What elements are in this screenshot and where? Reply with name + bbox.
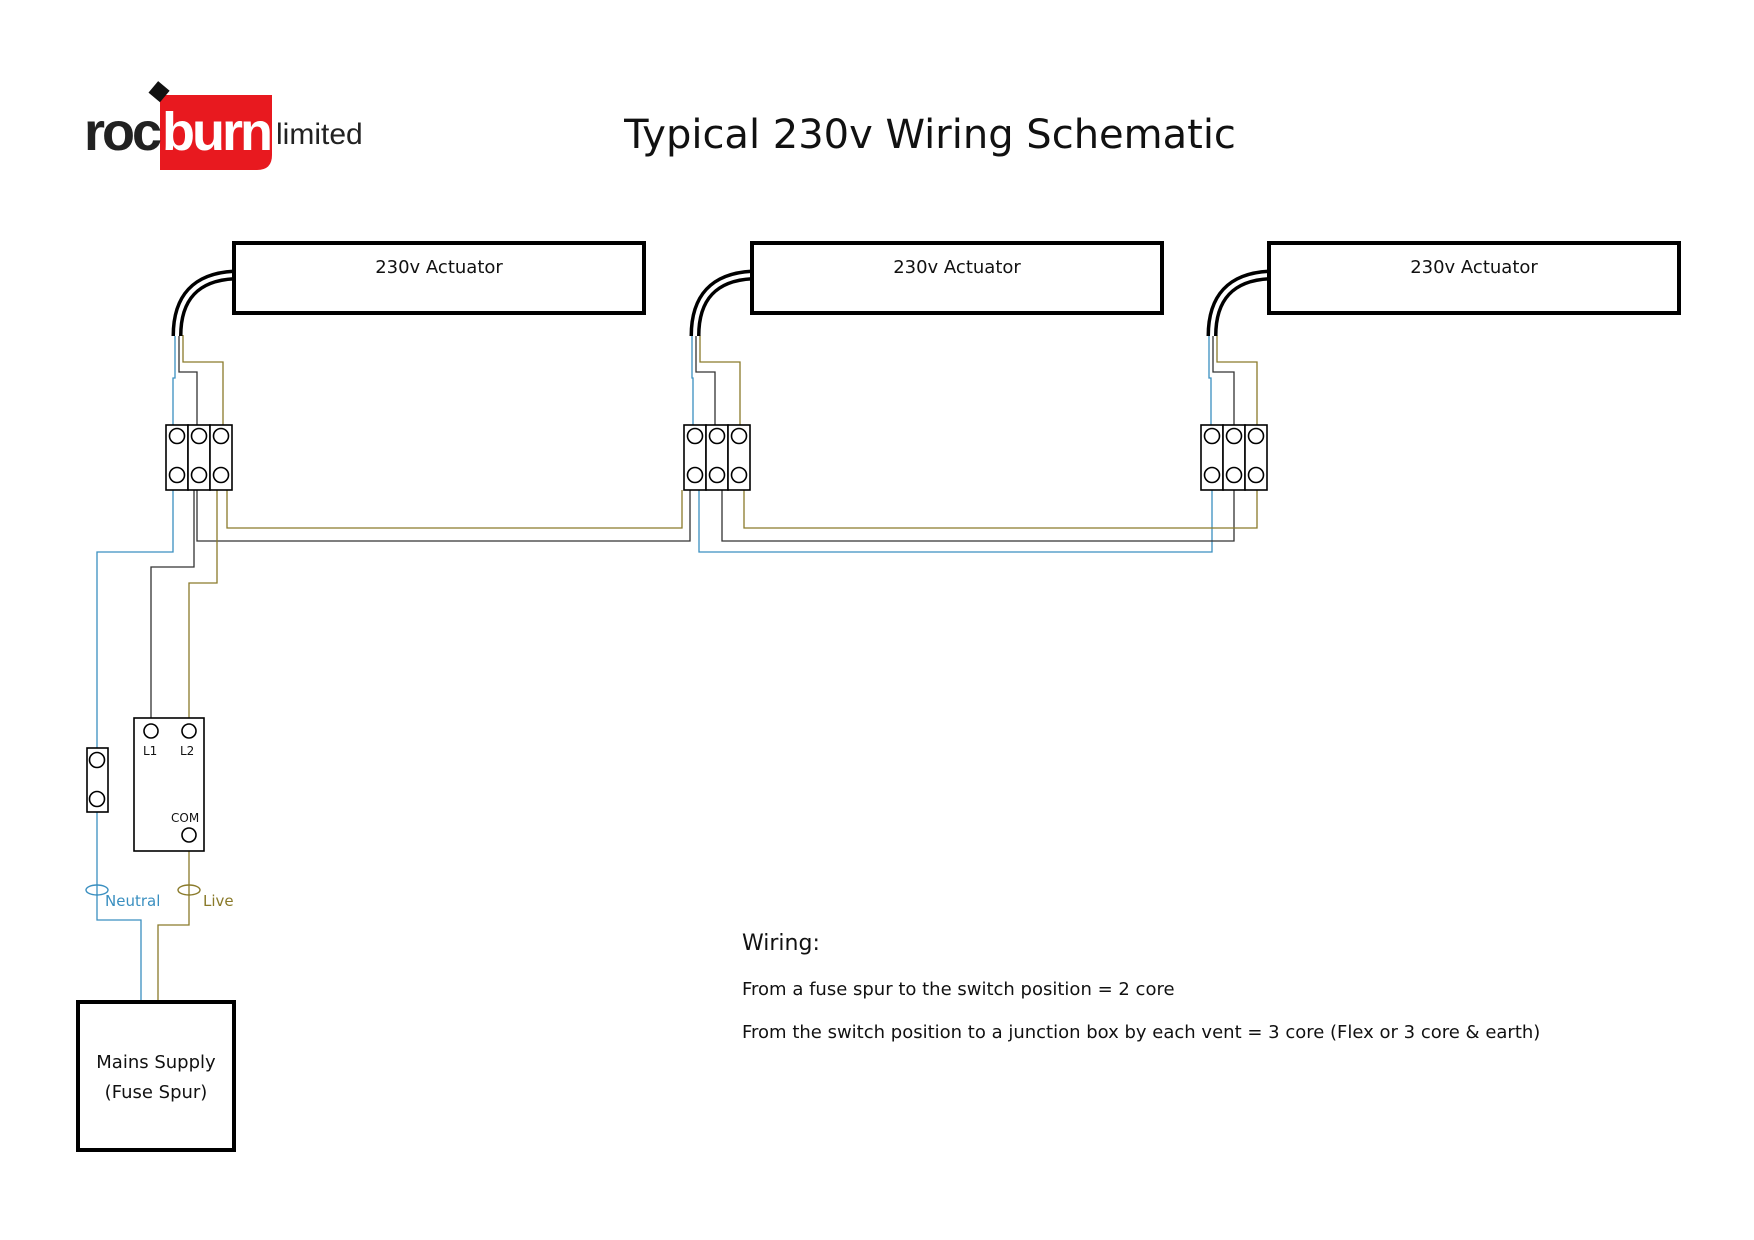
actuator-cables: [171, 269, 1270, 337]
mains-supply-line1: Mains Supply: [96, 1052, 216, 1073]
switch-com-label: COM: [171, 811, 199, 825]
notes-line-1: From a fuse spur to the switch position …: [742, 979, 1175, 1000]
switch-l1-label: L1: [143, 744, 157, 758]
live-wires: [157, 335, 1258, 1002]
mains-supply: Mains Supply (Fuse Spur): [76, 1000, 236, 1152]
company-logo: roc burn limited: [84, 81, 363, 170]
notes-heading: Wiring:: [742, 931, 820, 956]
live-label: Live: [203, 892, 234, 910]
logo-diamond-icon: [148, 81, 170, 103]
page-title: Typical 230v Wiring Schematic: [623, 112, 1236, 158]
notes-line-2: From the switch position to a junction b…: [742, 1022, 1540, 1043]
junction-box-3: [1200, 424, 1268, 491]
neutral-connector: [86, 747, 109, 813]
wiring-notes: Wiring: From a fuse spur to the switch p…: [742, 931, 1540, 1043]
junction-box-2: [683, 424, 751, 491]
actuator-2-label: 230v Actuator: [893, 257, 1021, 278]
actuator-1-label: 230v Actuator: [375, 257, 503, 278]
logo-text-roc: roc: [84, 102, 161, 162]
logo-text-limited: limited: [276, 118, 363, 151]
mains-supply-line2: (Fuse Spur): [105, 1082, 208, 1103]
actuator-2: 230v Actuator: [750, 241, 1164, 315]
switched-live-wires: [150, 335, 1235, 728]
switch-l2-label: L2: [180, 744, 194, 758]
logo-text-burn: burn: [162, 102, 270, 162]
switch: L1 L2 COM: [133, 717, 205, 852]
actuator-1: 230v Actuator: [232, 241, 646, 315]
neutral-label: Neutral: [105, 892, 160, 910]
neutral-wires: [96, 335, 1213, 1002]
actuator-3: 230v Actuator: [1267, 241, 1681, 315]
live-marker-icon: [177, 884, 201, 896]
actuator-3-label: 230v Actuator: [1410, 257, 1538, 278]
junction-box-1: [165, 424, 233, 491]
neutral-marker-icon: [85, 884, 109, 896]
logo-red-block: [160, 95, 272, 170]
